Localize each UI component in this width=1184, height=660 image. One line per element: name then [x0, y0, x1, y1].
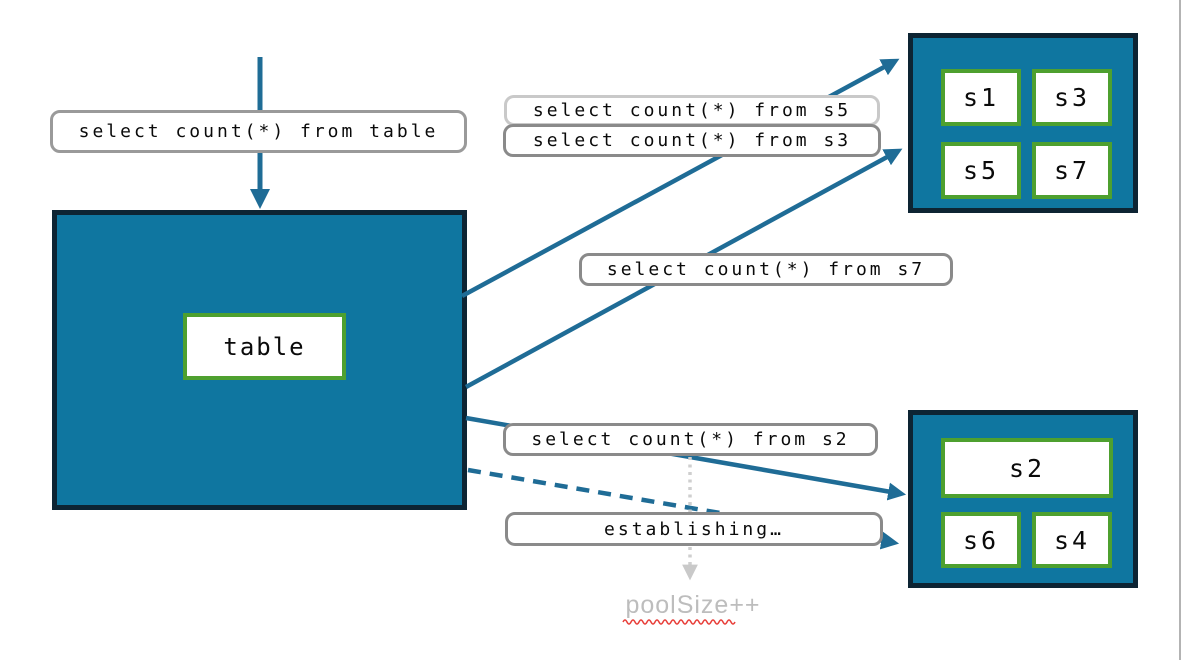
shard-chip-s3-label: s3 — [1053, 83, 1091, 112]
shard-chip-s7: s7 — [1032, 142, 1112, 199]
arrow-table-to-bottom-shards-dashed — [467, 467, 900, 550]
query-label-table: select count(*) from table — [50, 110, 467, 153]
shard-chip-s3: s3 — [1032, 69, 1112, 126]
poolsize-note-text: poolSize++ — [625, 590, 761, 619]
shard-group-top-box: s1 s3 s5 s7 — [908, 33, 1138, 213]
shard-chip-s2-label: s2 — [1008, 453, 1046, 483]
shard-chip-s6: s6 — [941, 512, 1021, 568]
slide-right-edge-line — [1179, 0, 1181, 660]
shard-chip-s4: s4 — [1032, 512, 1112, 568]
status-label-establishing-text: establishing… — [604, 518, 784, 540]
shard-chip-s5: s5 — [941, 142, 1021, 199]
status-label-establishing: establishing… — [505, 512, 883, 546]
shard-chip-s6-label: s6 — [962, 525, 1000, 555]
shard-chip-s2: s2 — [941, 438, 1113, 498]
spellcheck-squiggle-underline — [622, 619, 736, 625]
query-label-s7-text: select count(*) from s7 — [606, 259, 926, 280]
query-label-s2-text: select count(*) from s2 — [531, 429, 850, 450]
query-label-s2: select count(*) from s2 — [503, 423, 878, 456]
shard-group-bottom-box: s2 s6 s4 — [908, 410, 1138, 588]
table-chip: table — [183, 313, 346, 380]
query-label-s3: select count(*) from s3 — [503, 124, 881, 157]
query-label-s5: select count(*) from s5 — [504, 95, 880, 126]
shard-chip-s1-label: s1 — [962, 83, 1000, 112]
shard-chip-s4-label: s4 — [1053, 525, 1091, 555]
shard-chip-s5-label: s5 — [962, 156, 1000, 185]
poolsize-note: poolSize++ — [600, 590, 786, 620]
query-label-s7: select count(*) from s7 — [579, 253, 953, 286]
table-chip-label: table — [223, 332, 306, 361]
main-table-box: table — [52, 210, 467, 510]
query-label-s5-text: select count(*) from s5 — [532, 100, 852, 121]
shard-chip-s7-label: s7 — [1053, 156, 1091, 185]
query-label-s3-text: select count(*) from s3 — [532, 130, 852, 151]
shard-chip-s1: s1 — [941, 69, 1021, 126]
query-label-table-text: select count(*) from table — [78, 121, 439, 142]
